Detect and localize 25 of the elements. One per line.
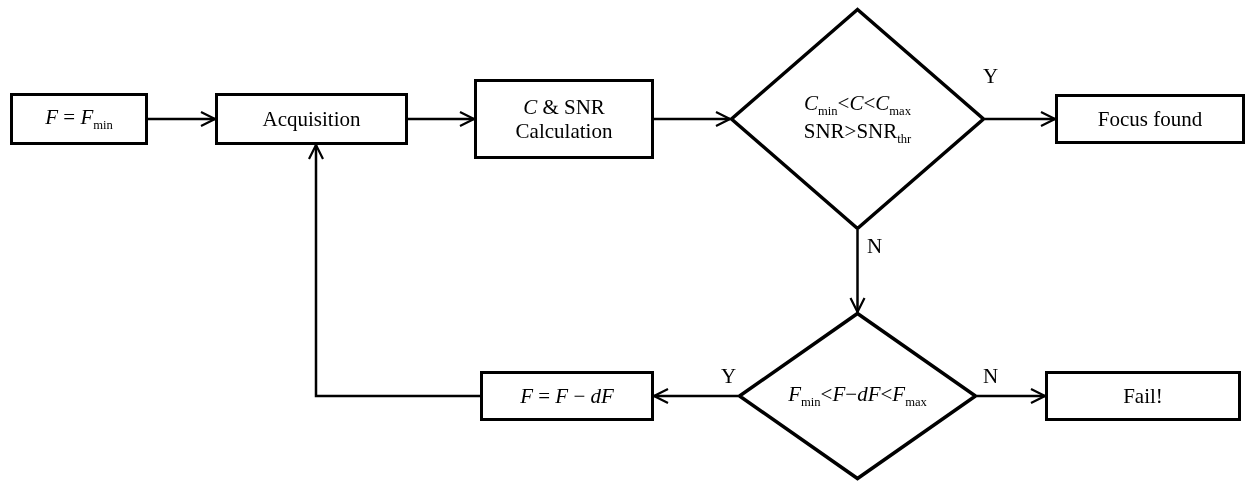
node-text: F = F$_{min}$ xyxy=(45,105,113,133)
process-box xyxy=(1045,371,1241,421)
process-box xyxy=(215,93,408,145)
node-text: Acquisition xyxy=(262,106,361,132)
process-box xyxy=(474,79,654,159)
process-box xyxy=(1055,94,1245,144)
decision-diamond xyxy=(738,312,977,480)
arrow xyxy=(307,143,480,398)
process-box xyxy=(10,93,148,145)
arrow xyxy=(977,387,1047,405)
arrow xyxy=(148,110,217,128)
arrow xyxy=(985,110,1057,128)
node-text: SNR>SNR$_{thr}$ xyxy=(803,119,912,147)
arrow xyxy=(408,110,476,128)
node-text: F = F − dF xyxy=(520,383,614,409)
arrow xyxy=(654,110,732,128)
node-text: C & SNR Calculation xyxy=(514,94,614,144)
arrow xyxy=(652,387,738,405)
process-box xyxy=(480,371,654,421)
decision-diamond xyxy=(730,8,985,230)
node-text: Fail! xyxy=(1123,383,1163,409)
arrow xyxy=(849,230,866,314)
node-text: C$_{min}$<C<C$_{max}$ xyxy=(804,91,911,119)
node-text: Focus found xyxy=(1097,106,1203,132)
node-text: F$_{min}$<F−dF<F$_{max}$ xyxy=(788,382,927,410)
